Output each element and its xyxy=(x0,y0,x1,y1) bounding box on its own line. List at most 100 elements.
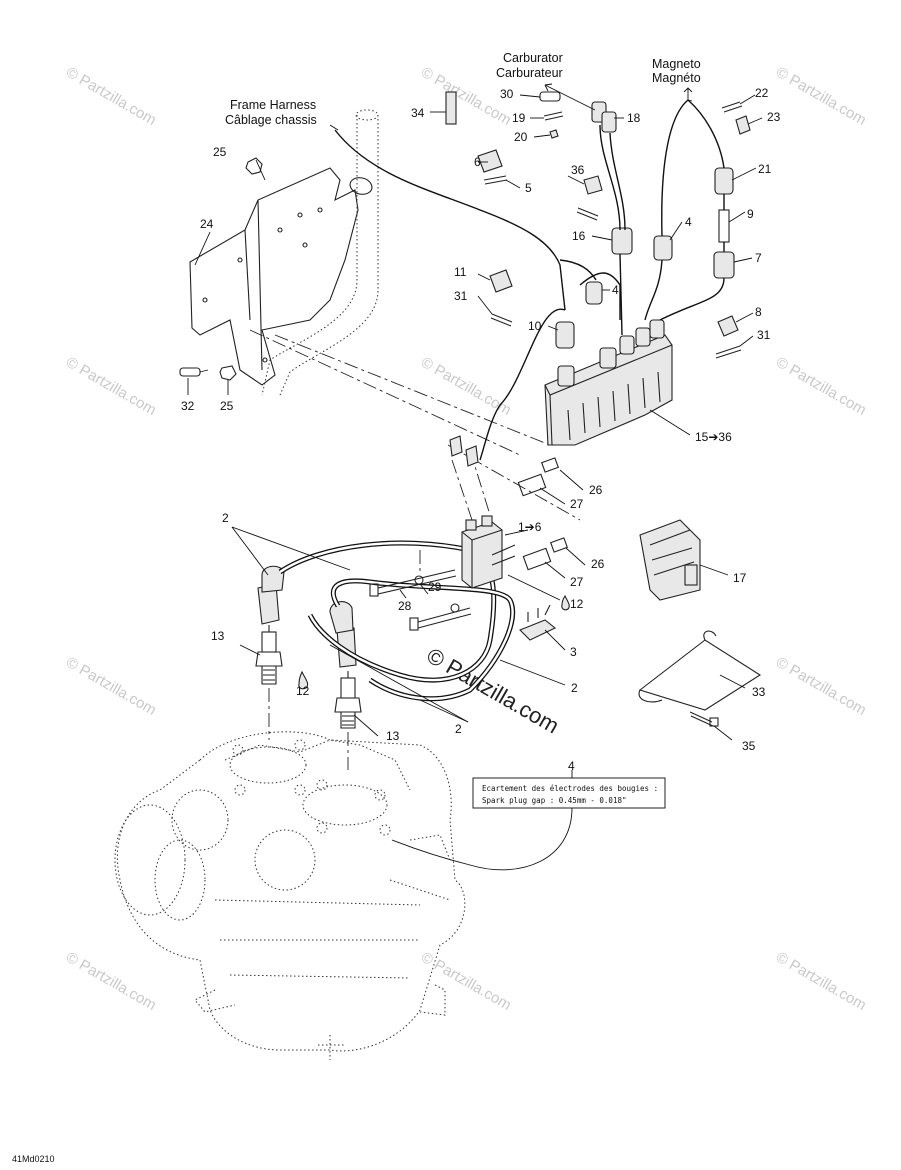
wire-connector xyxy=(519,604,557,641)
connector-16 xyxy=(611,227,633,255)
callout-18: 18 xyxy=(627,111,641,125)
grease-drop xyxy=(561,594,570,611)
callout-9: 9 xyxy=(747,207,754,221)
callout-2: 2 xyxy=(571,681,578,695)
high-tension-cable xyxy=(278,540,516,702)
callout-35: 35 xyxy=(742,739,756,753)
callout-4: 4 xyxy=(685,215,692,229)
watermark: © Partzilla.com xyxy=(63,949,159,1014)
caption-carburator-fr: Carburateur xyxy=(496,66,563,80)
callout-11: 11 xyxy=(454,265,467,279)
bolt-upper xyxy=(369,569,457,597)
note-line-french: Ecartement des électrodes des bougies : xyxy=(482,784,658,793)
watermark: © Partzilla.com xyxy=(773,354,869,419)
terminal-22 xyxy=(721,101,743,113)
engine-outline xyxy=(114,731,466,1060)
callout-33: 33 xyxy=(752,685,766,699)
spark-plug-gap-note: Ecartement des électrodes des bougies : … xyxy=(391,770,666,871)
lock-34 xyxy=(445,91,457,125)
callout-2: 2 xyxy=(455,722,462,736)
pin-5-lower xyxy=(576,207,599,221)
seal-20 xyxy=(549,129,559,139)
note-line-english: Spark plug gap : 0.45mm - 0.018" xyxy=(482,796,627,805)
spacer-upper xyxy=(541,457,559,473)
pin-30 xyxy=(539,91,561,102)
center-line xyxy=(451,459,473,521)
washer xyxy=(450,603,460,613)
bushing-lower xyxy=(522,547,552,571)
harness-wire xyxy=(579,272,621,320)
pin-31-left xyxy=(490,313,513,327)
magneto-arrow-head xyxy=(683,87,693,100)
callout-24: 24 xyxy=(200,217,214,231)
protective-cover-17 xyxy=(639,519,701,601)
connector-21 xyxy=(714,167,734,195)
clip-8 xyxy=(717,315,739,337)
callout-30: 30 xyxy=(500,87,514,101)
electronic-module xyxy=(544,334,673,446)
caption-frame-harness-fr: Câblage chassis xyxy=(225,113,317,127)
connector-10 xyxy=(555,321,575,349)
callout-25: 25 xyxy=(220,399,234,413)
spark-plug-cap-left xyxy=(257,565,285,625)
callout-21: 21 xyxy=(758,162,772,176)
magneto-wire xyxy=(661,99,725,237)
callout-17: 17 xyxy=(733,571,747,585)
callout-8: 8 xyxy=(755,305,762,319)
harness-wire xyxy=(619,253,623,336)
nut xyxy=(245,157,263,175)
callout-25: 25 xyxy=(213,145,227,159)
watermark: © Partzilla.com xyxy=(773,654,869,719)
callout-4: 4 xyxy=(568,759,575,773)
callout-1-6: 1➔6 xyxy=(518,520,542,534)
ignition-coil xyxy=(461,515,516,589)
callout-28: 28 xyxy=(398,599,412,613)
frame-tube xyxy=(261,109,379,396)
watermark: © Partzilla.com xyxy=(773,949,869,1014)
watermark: © Partzilla.com xyxy=(773,64,869,129)
carburator-arrow xyxy=(544,84,596,111)
callout-13: 13 xyxy=(386,729,400,743)
wire-sleeve-9 xyxy=(718,209,730,243)
pin-31-right xyxy=(715,345,742,359)
caption-frame-harness: Frame Harness xyxy=(230,98,316,112)
bolt-lower xyxy=(409,607,472,631)
callout-16: 16 xyxy=(572,229,586,243)
callout-7: 7 xyxy=(755,251,762,265)
callout-6: 6 xyxy=(474,155,481,169)
bushing-upper xyxy=(517,473,547,497)
watermark-center: © Partzilla.com xyxy=(423,643,564,739)
connector-7 xyxy=(713,251,735,279)
callout-34: 34 xyxy=(411,106,425,120)
harness-wire xyxy=(479,308,566,461)
callout-12: 12 xyxy=(296,684,310,698)
center-line xyxy=(274,334,551,446)
connector-4-magneto xyxy=(653,235,673,261)
callout-10: 10 xyxy=(528,319,542,333)
callout-31: 31 xyxy=(454,289,468,303)
caption-magneto: Magneto xyxy=(652,57,701,71)
callout-5: 5 xyxy=(525,181,532,195)
spacer-lower xyxy=(550,537,568,553)
callout-19: 19 xyxy=(512,111,526,125)
carburator-arrow-head xyxy=(544,83,553,92)
callout-12: 12 xyxy=(570,597,584,611)
spark-plug-left xyxy=(255,625,283,685)
callout-29: 29 xyxy=(428,580,442,594)
callout-labels: 1➔6 2 2 2 3 4 4 4 5 6 7 8 9 10 11 12 12 … xyxy=(181,86,781,773)
watermark: © Partzilla.com xyxy=(63,354,159,419)
callout-27: 27 xyxy=(570,575,584,589)
frame-harness-wire xyxy=(334,129,566,311)
module-connectors xyxy=(557,319,665,387)
caption-carburator: Carburator xyxy=(503,51,563,65)
connector-4-harness xyxy=(585,281,603,305)
magneto-wire xyxy=(644,259,725,321)
callout-15-36: 15➔36 xyxy=(695,430,732,444)
watermark: © Partzilla.com xyxy=(63,654,159,719)
housing-11 xyxy=(489,269,513,293)
callout-22: 22 xyxy=(755,86,769,100)
pin-5-upper xyxy=(483,175,508,185)
callout-4: 4 xyxy=(612,283,619,297)
callout-27: 27 xyxy=(570,497,584,511)
